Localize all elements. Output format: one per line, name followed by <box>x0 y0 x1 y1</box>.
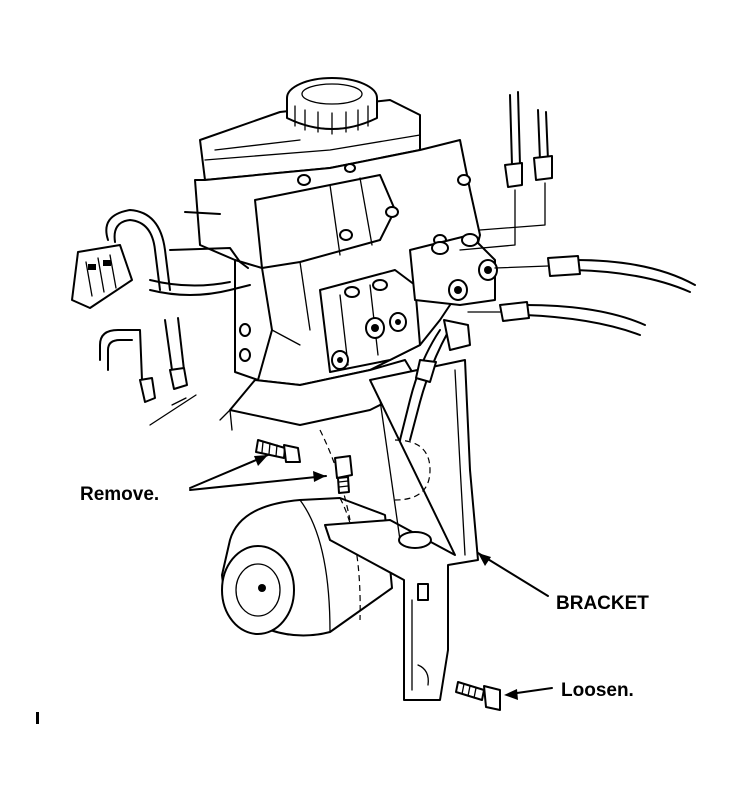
hydraulic-modulator-body <box>194 139 498 431</box>
bracket-label: BRACKET <box>556 593 649 614</box>
sensor-wire <box>399 319 471 441</box>
pump-motor <box>221 497 393 637</box>
remove-bolts <box>255 439 353 494</box>
mounting-bracket <box>319 359 479 701</box>
brake-lines-right <box>459 91 696 336</box>
brake-lines-left <box>99 317 197 426</box>
remove-label: Remove. <box>80 484 159 505</box>
page-mark <box>36 712 39 724</box>
callout-lines <box>189 454 553 700</box>
wiring-connector <box>71 209 251 309</box>
loosen-label: Loosen. <box>561 680 634 701</box>
loosen-bolt <box>455 681 501 711</box>
